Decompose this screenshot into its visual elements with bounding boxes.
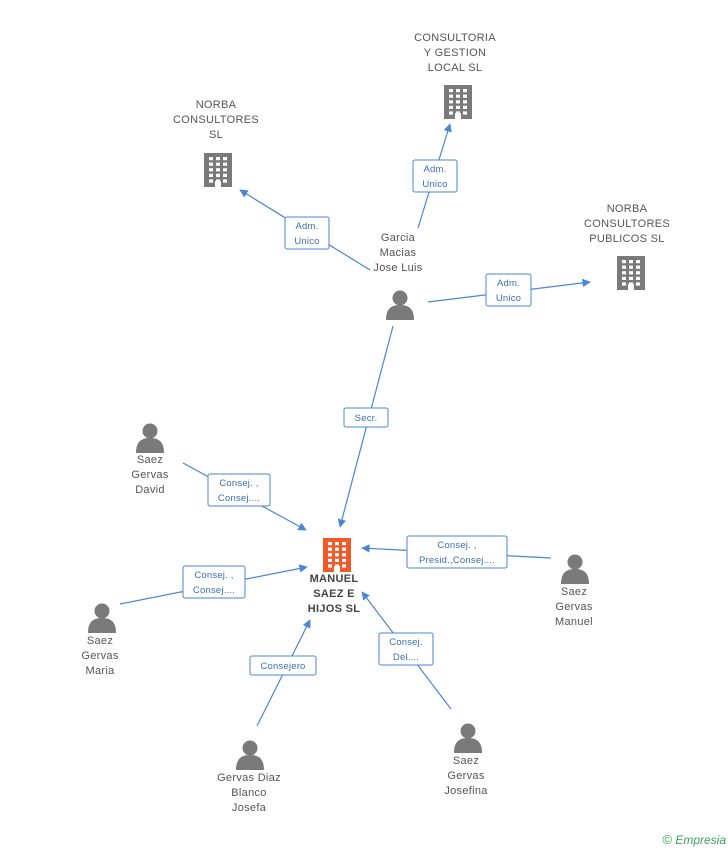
edge-manuel_p-to-manuel_saez[interactable]: Consej. , Presid.,Consej.... (361, 535, 552, 569)
person-icon (236, 740, 264, 770)
copyright-icon: © (662, 832, 672, 847)
edge-label-box (343, 407, 389, 428)
node-label-line: Manuel (555, 616, 593, 628)
node-label-line: CONSULTORIA (414, 32, 496, 44)
node-label-line: CONSULTORES (173, 114, 259, 126)
edge-label-line: Adm. (497, 278, 520, 289)
edge-label-box (249, 655, 317, 676)
person-icon (136, 423, 164, 453)
node-label-line: SAEZ E (313, 588, 355, 600)
node-label-line: Gervas (131, 469, 168, 481)
node-label-line: Garcia (381, 232, 416, 244)
node-label-line: PUBLICOS SL (589, 233, 664, 245)
edge-label-line: Adm. (424, 164, 447, 175)
node-label-line: Gervas (555, 601, 592, 613)
node-label-line: Saez (137, 454, 163, 466)
node-label-line: Blanco (231, 787, 266, 799)
edge-label-box (378, 632, 434, 666)
edge-label-line: Consej. , (437, 540, 476, 551)
node-label-line: Saez (87, 635, 113, 647)
edge-label-line: Consej. (389, 637, 423, 648)
node-label-line: Y GESTION (424, 47, 486, 59)
building-icon-main (323, 538, 351, 572)
edge-label-line: Unico (496, 293, 521, 304)
person-icon (454, 723, 482, 753)
node-label-line: Maria (85, 665, 115, 677)
node-label-line: SL (209, 129, 223, 141)
edge-label-box (485, 273, 532, 307)
edge-label-line: Unico (294, 236, 319, 247)
edge-garcia-to-consultoria[interactable]: Adm. Unico (412, 123, 458, 229)
nodes-layer: NORBA CONSULTORES SL CONSULTORIA Y GESTION LO… (81, 32, 670, 815)
building-icon (204, 153, 232, 187)
edge-label-box (182, 565, 246, 599)
node-norba[interactable]: NORBA CONSULTORES SL (173, 99, 259, 187)
node-label-line: Saez (561, 586, 587, 598)
node-label-line: Josefa (232, 802, 267, 814)
node-norba_publicos[interactable]: NORBA CONSULTORES PUBLICOS SL (584, 203, 670, 290)
edge-label-line: Secr. (355, 413, 378, 424)
node-label-line: David (135, 484, 165, 496)
person-icon (88, 603, 116, 633)
edge-label-line: Consej.... (193, 585, 235, 596)
building-icon (444, 85, 472, 119)
edge-label-line: Consej. , (219, 478, 258, 489)
node-label-line: Macias (380, 247, 417, 259)
edge-label-box (284, 216, 330, 250)
node-label-line: NORBA (607, 203, 648, 215)
edge-label-line: Consej.... (218, 493, 260, 504)
edge-maria-to-manuel_saez[interactable]: Consej. , Consej.... (119, 564, 308, 605)
node-label-line: Josefina (444, 785, 488, 797)
edge-label-line: Unico (422, 179, 447, 190)
node-label-line: Gervas Diaz (217, 772, 281, 784)
building-icon (617, 256, 645, 290)
edge-garcia-to-norba[interactable]: Adm. Unico (239, 189, 371, 271)
edge-garcia-to-manuel_saez[interactable]: Secr. (337, 325, 394, 528)
node-label-line: Gervas (447, 770, 484, 782)
edge-garcia-to-norba_publicos[interactable]: Adm. Unico (427, 273, 591, 307)
node-label-line: Jose Luis (373, 262, 422, 274)
person-icon (561, 554, 589, 584)
node-label-line: MANUEL (310, 573, 359, 585)
edges-layer: Adm.UnicoAdm.UnicoAdm.UnicoSecr.Consej. … (119, 123, 591, 727)
node-consultoria[interactable]: CONSULTORIA Y GESTION LOCAL SL (414, 32, 496, 119)
edge-label-box (406, 535, 508, 569)
edge-label-line: Del.... (393, 652, 419, 663)
node-label-line: HIJOS SL (308, 603, 361, 615)
edge-josefina-to-manuel_saez[interactable]: Consej. Del.... (361, 591, 452, 710)
watermark-text: Empresia (675, 833, 726, 847)
edge-label-line: Consejero (260, 661, 305, 672)
edge-david-to-manuel_saez[interactable]: Consej. , Consej.... (182, 462, 307, 531)
node-label-line: LOCAL SL (428, 62, 483, 74)
edge-label-line: Adm. (296, 221, 319, 232)
node-label-line: NORBA (196, 99, 237, 111)
edge-label-line: Consej. , (194, 570, 233, 581)
edge-label-box (207, 473, 271, 507)
watermark: © Empresia (662, 832, 726, 847)
edge-josefa-to-manuel_saez[interactable]: Consejero (249, 619, 317, 727)
edge-label-line: Presid.,Consej.... (419, 555, 495, 566)
node-label-line: CONSULTORES (584, 218, 670, 230)
node-label-line: Gervas (81, 650, 118, 662)
person-icon (386, 290, 414, 320)
node-label-line: Saez (453, 755, 479, 767)
node-manuel_saez[interactable]: MANUEL SAEZ E HIJOS SL (308, 538, 361, 615)
edge-label-box (412, 159, 458, 193)
